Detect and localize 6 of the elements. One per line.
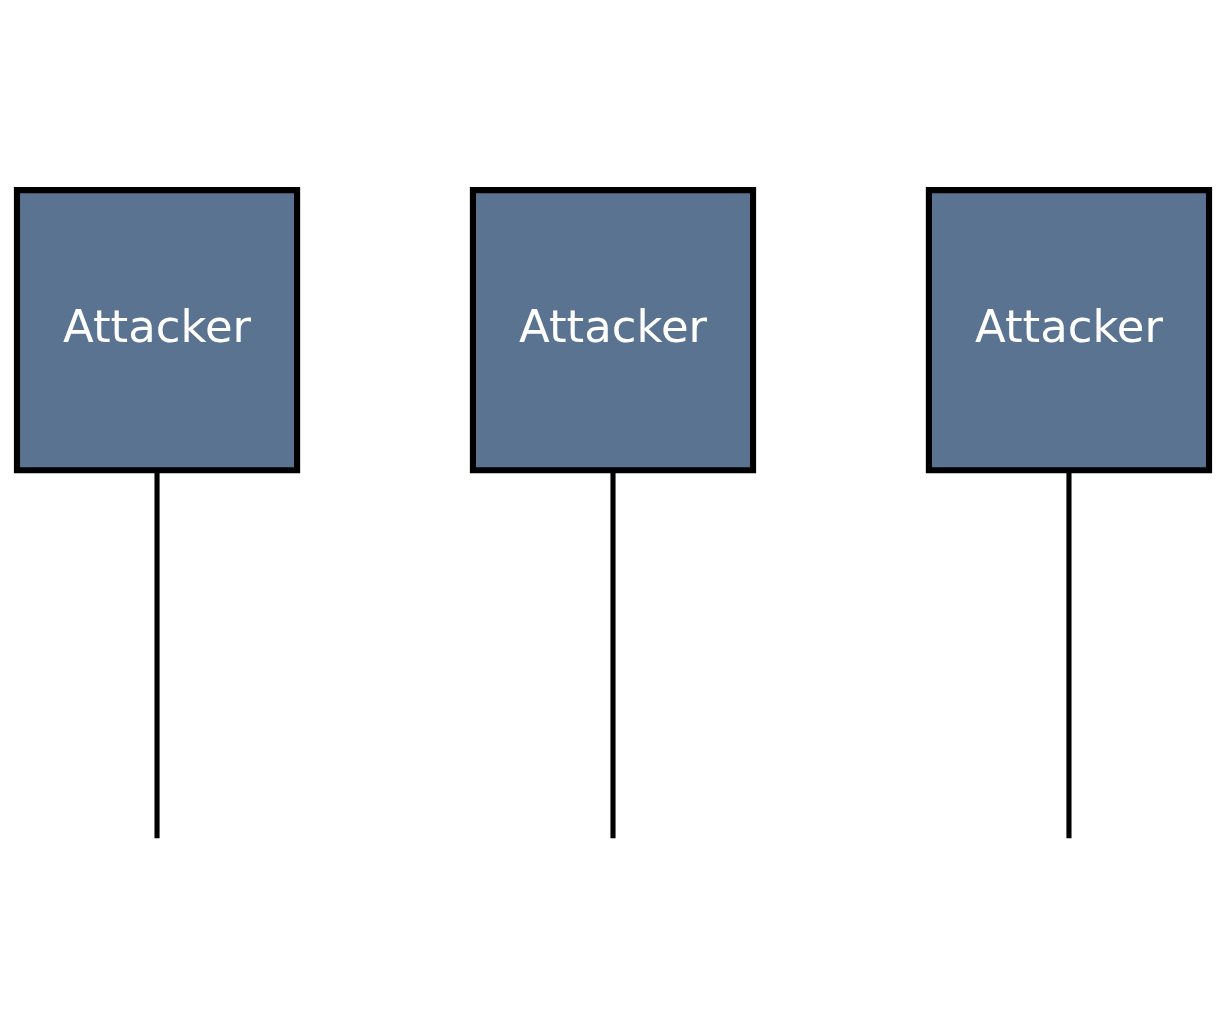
connector [154,470,160,838]
connector [610,470,616,838]
node-box: Attacker [469,186,757,473]
node-box: Attacker [925,186,1213,473]
connector [1066,470,1072,838]
node-box: Attacker [13,186,301,473]
